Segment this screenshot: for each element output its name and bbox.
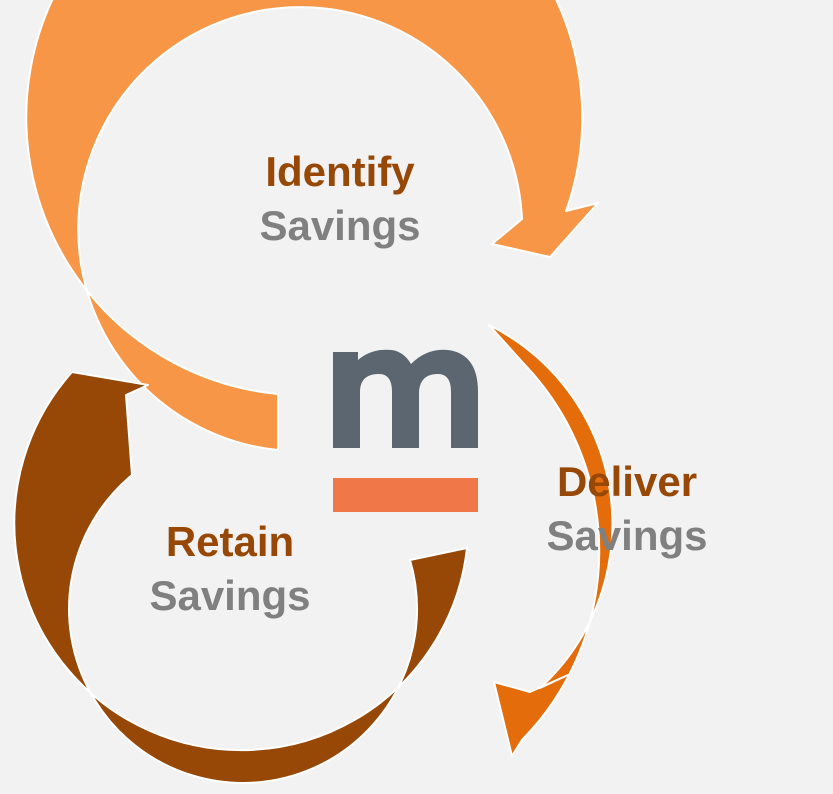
deliver-title: Deliver xyxy=(556,458,698,505)
retain-arrow xyxy=(13,371,468,784)
deliver-arrow xyxy=(488,324,614,757)
retain-savings-label: Retain Savings xyxy=(105,515,355,623)
identify-subtitle: Savings xyxy=(259,202,421,249)
deliver-subtitle: Savings xyxy=(546,512,708,559)
identify-savings-label: Identify Savings xyxy=(215,145,465,253)
logo-underline-bar xyxy=(333,478,478,512)
retain-title: Retain xyxy=(165,518,295,565)
identify-title: Identify xyxy=(265,148,415,195)
identify-arrow xyxy=(25,0,599,451)
retain-subtitle: Savings xyxy=(149,572,311,619)
deliver-savings-label: Deliver Savings xyxy=(502,455,752,563)
logo-m-icon xyxy=(333,349,478,448)
